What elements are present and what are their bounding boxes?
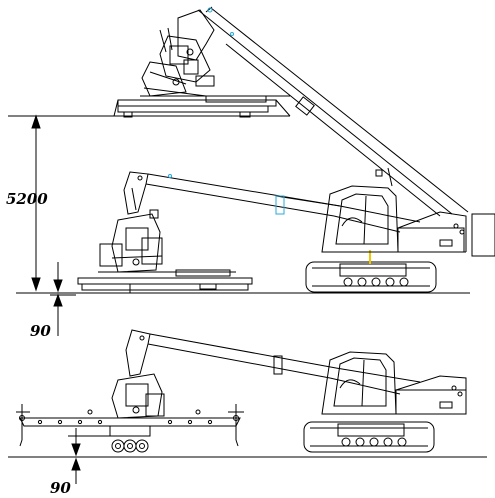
- dimension-label-90-upper: 90: [30, 322, 51, 340]
- raised-platform-frame: [113, 95, 291, 118]
- raised-attachment-head: [141, 9, 215, 97]
- dimension-90-lower: [68, 428, 110, 484]
- bottom-boom-arm: [125, 329, 151, 377]
- middle-machine-cab: [321, 185, 495, 257]
- bottom-attachment-head: [111, 373, 165, 419]
- dimension-label-90-lower: 90: [50, 479, 71, 497]
- middle-crawler-track: [305, 250, 437, 293]
- dimension-label-5200: 5200: [6, 190, 48, 208]
- middle-boom-arm: [123, 171, 149, 215]
- bottom-machine-cab: [321, 351, 467, 415]
- middle-attachment-head: [99, 209, 163, 273]
- view-outriggers: [8, 329, 487, 458]
- middle-platform-frame: [77, 269, 253, 293]
- bottom-crawler-track: [303, 421, 435, 453]
- view-raised-boom: [8, 6, 469, 217]
- bottom-support-wheels: [109, 425, 151, 453]
- dimension-5200: [31, 114, 41, 292]
- dimension-90-upper: [50, 262, 76, 336]
- middle-telescopic-boom: [145, 173, 421, 233]
- view-lowered-boom: [16, 171, 495, 294]
- raised-telescopic-boom: [197, 6, 469, 217]
- bottom-telescopic-boom: [147, 333, 421, 395]
